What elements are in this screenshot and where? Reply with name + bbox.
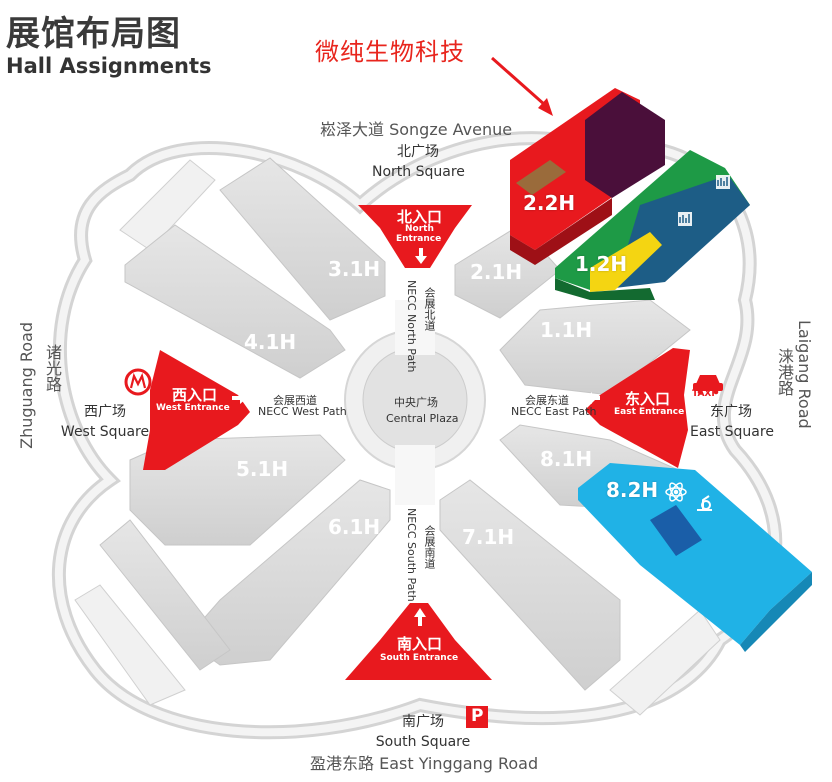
hall-1-1 <box>499 299 691 396</box>
metro-icon <box>124 368 152 396</box>
south-square-en: South Square <box>375 734 471 750</box>
north-square-en: North Square <box>372 164 465 180</box>
hall-6-1-label[interactable]: 6.1H <box>328 515 381 539</box>
west-entrance-en: West Entrance <box>156 403 230 413</box>
west-entrance-cn[interactable]: 西入口 <box>172 386 218 404</box>
south-entrance-arrow <box>414 608 426 626</box>
road-east-cn: 涞港路 <box>775 348 794 396</box>
taxi-icon <box>693 375 723 395</box>
east-entrance-shape <box>585 348 690 468</box>
hall-2-2-label[interactable]: 2.2H <box>523 191 576 215</box>
west-path-cn: 会展西道 <box>273 394 317 407</box>
south-path-cn: 会展南道 <box>423 525 436 569</box>
hall-8-2-booth <box>650 505 702 556</box>
taxi-label: TAXI <box>692 389 715 399</box>
hall-2-2-booth <box>516 160 566 195</box>
corner-building-se <box>609 609 721 716</box>
west-square: 西广场 West Square <box>57 402 153 442</box>
north-square: 北广场 North Square <box>372 142 465 182</box>
south-entrance-cn[interactable]: 南入口 <box>397 635 443 653</box>
hall-1-2-block <box>555 150 750 300</box>
road-north: 崧泽大道 Songze Avenue <box>320 120 513 139</box>
hall-extra-sw <box>99 519 231 671</box>
hall-8-1-label[interactable]: 8.1H <box>540 447 593 471</box>
microscope-icon <box>697 495 712 511</box>
east-square-cn: 东广场 <box>710 404 752 420</box>
east-path-en: NECC East Path <box>511 405 597 418</box>
north-entrance-cn[interactable]: 北入口 <box>397 208 443 226</box>
building-icon <box>678 212 692 226</box>
east-path-cn: 会展东道 <box>525 394 569 407</box>
hall-4-1-label[interactable]: 4.1H <box>244 330 297 354</box>
hall-6-1 <box>184 479 391 666</box>
highlight-company-label: 微纯生物科技 <box>315 38 465 66</box>
west-path-en: NECC West Path <box>258 405 347 418</box>
east-entrance-arrow <box>586 392 600 404</box>
hall-3-1 <box>219 157 386 321</box>
south-entrance-shape <box>345 603 492 680</box>
pointer-arrow <box>491 56 553 116</box>
building-icon <box>716 175 730 189</box>
hall-7-1-label[interactable]: 7.1H <box>462 525 515 549</box>
page-title: 展馆布局图 <box>6 14 181 54</box>
corner-building-sw <box>74 584 186 706</box>
north-entrance-en-2: Entrance <box>396 234 442 244</box>
hall-8-2-block <box>578 463 812 652</box>
north-path-cn: 会展北道 <box>423 287 436 331</box>
west-square-cn: 西广场 <box>84 404 126 420</box>
east-square: 东广场 East Square <box>690 402 774 442</box>
central-plaza-en: Central Plaza <box>386 412 459 425</box>
east-entrance-cn[interactable]: 东入口 <box>625 390 671 408</box>
west-entrance-shape <box>143 350 250 470</box>
hall-8-2-label[interactable]: 8.2H <box>606 478 659 502</box>
road-east-en: Laigang Road <box>795 320 814 429</box>
hall-5-1-label[interactable]: 5.1H <box>236 457 289 481</box>
south-square: 南广场 South Square <box>375 712 471 752</box>
west-square-en: West Square <box>60 424 150 440</box>
north-entrance-arrow <box>415 248 427 264</box>
north-entrance-en-1: North <box>405 224 434 234</box>
central-plaza <box>344 300 486 505</box>
central-plaza-label: 中央广场 Central Plaza <box>386 395 459 427</box>
road-west-cn: 诸光路 <box>43 344 62 392</box>
east-square-en: East Square <box>690 424 774 440</box>
hall-2-2-block <box>510 88 665 265</box>
road-west-en: Zhuguang Road <box>17 322 36 449</box>
page-subtitle: Hall Assignments <box>6 54 212 78</box>
hall-4-1 <box>124 224 346 379</box>
east-entrance-en: East Entrance <box>614 407 685 417</box>
north-path-en: NECC North Path <box>405 280 418 373</box>
south-square-cn: 南广场 <box>402 714 444 730</box>
hall-1-2-label[interactable]: 1.2H <box>575 252 628 276</box>
hall-2-1-label[interactable]: 2.1H <box>470 260 523 284</box>
north-entrance-shape <box>358 205 472 268</box>
south-entrance-en: South Entrance <box>380 653 459 663</box>
hall-1-1-label[interactable]: 1.1H <box>540 318 593 342</box>
south-path-en: NECC South Path <box>405 508 418 602</box>
road-south: 盈港东路 East Yinggang Road <box>310 754 539 773</box>
hall-7-1 <box>439 479 621 691</box>
west-entrance-arrow <box>232 392 247 404</box>
hall-3-1-label[interactable]: 3.1H <box>328 257 381 281</box>
parking-label: P <box>471 706 484 726</box>
parking-icon <box>466 706 488 728</box>
north-square-cn: 北广场 <box>397 144 439 160</box>
corner-building-nw <box>119 159 216 251</box>
atom-icon <box>665 482 687 502</box>
central-plaza-cn: 中央广场 <box>394 396 438 409</box>
